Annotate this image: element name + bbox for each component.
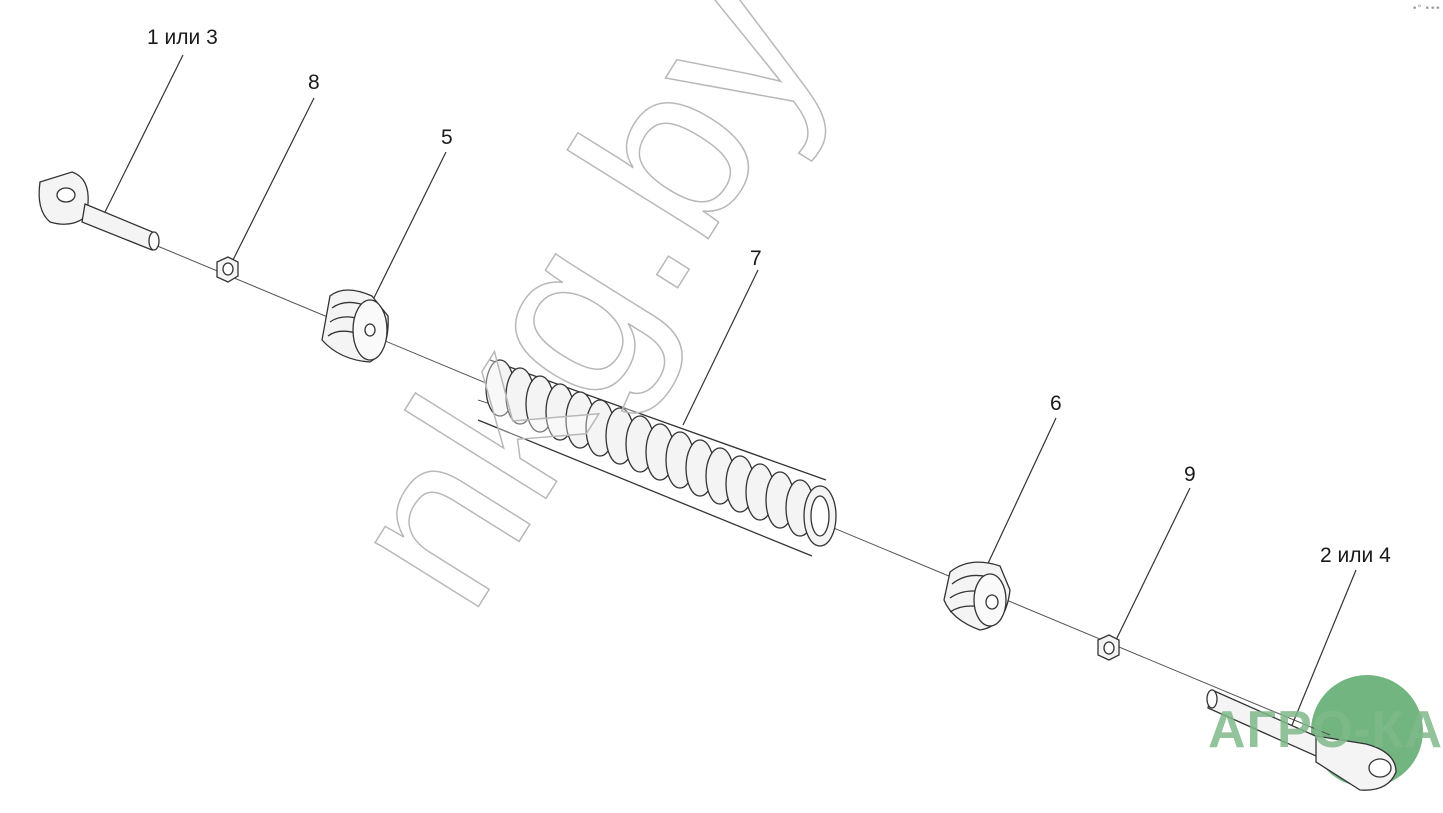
- leader-line-1: [104, 54, 184, 213]
- part-label-2-or-4: 2 или 4: [1320, 544, 1391, 567]
- part-label-9: 9: [1184, 463, 1196, 486]
- part-label-6: 6: [1050, 392, 1062, 415]
- spring-seat-left: [321, 289, 389, 363]
- part-label-5: 5: [441, 126, 453, 149]
- part-label-7: 7: [750, 247, 762, 270]
- leader-line-7: [682, 269, 759, 426]
- spring-coils: [485, 359, 837, 547]
- part-label-1-or-3: 1 или 3: [147, 26, 218, 49]
- spring-seat-right: [943, 561, 1011, 631]
- nut-left: [216, 256, 239, 283]
- nut-right: [1097, 634, 1120, 661]
- leader-line-9: [1115, 487, 1191, 641]
- leader-line-8: [231, 97, 315, 263]
- rod-end-left: [38, 171, 160, 251]
- leader-line-5: [367, 151, 447, 311]
- part-label-8: 8: [308, 71, 320, 94]
- leader-line-2: [1289, 569, 1357, 731]
- corner-mark: •° •••: [1412, 4, 1441, 14]
- rod-end-right: [1206, 689, 1397, 791]
- leader-lines: [104, 54, 1357, 731]
- leader-line-6: [983, 417, 1057, 573]
- agro-ka-logo-text: АГРО-КА: [1208, 701, 1443, 759]
- spring: [477, 359, 837, 557]
